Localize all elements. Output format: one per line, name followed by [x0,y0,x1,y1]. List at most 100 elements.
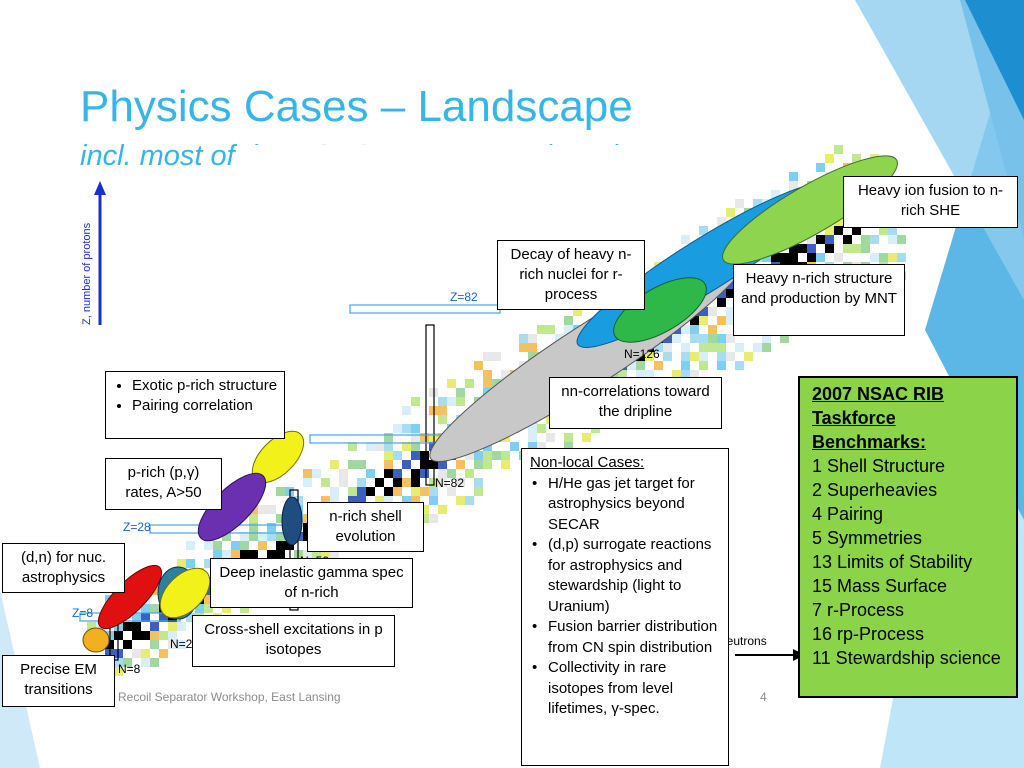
nuclide-cell [465,451,474,460]
nuclide-cell [141,604,150,613]
slide-title: Physics Cases – Landscape [80,82,633,131]
nuclide-cell [474,478,483,487]
nuclide-cell [321,496,330,505]
nuclide-cell [654,343,663,352]
nuclide-cell [699,316,708,325]
z28-label: Z=28 [123,520,151,534]
nuclide-cell [528,343,537,352]
nuclide-cell [528,433,537,442]
benchmark-item: 5 Symmetries [812,528,923,548]
nuclide-cell [411,424,420,433]
nuclide-cell [681,361,690,370]
nuclide-cell [402,496,411,505]
nuclide-cell [672,334,681,343]
nuclide-cell [492,379,501,388]
nuclide-cell [384,469,393,478]
nuclide-cell [483,451,492,460]
nuclide-cell [420,514,429,523]
callout-cross-shell: Cross-shell excitations in p isotopes [192,615,395,667]
nuclide-cell [681,235,690,244]
nuclide-cell [150,604,159,613]
nuclide-cell [699,226,708,235]
nuclide-cell [348,442,357,451]
nuclide-cell [321,550,330,559]
benchmark-item: 4 Pairing [812,504,884,524]
nuclide-cell [528,334,537,343]
nuclide-cell [726,208,735,217]
nuclide-cell [411,469,420,478]
nuclide-cell [771,253,780,262]
nuclide-cell [879,253,888,262]
nuclide-cell [465,496,474,505]
nuclide-cell [411,496,420,505]
nuclide-cell [420,433,429,442]
nuclide-cell [537,424,546,433]
nuclide-cell [681,325,690,334]
nuclide-cell [339,478,348,487]
nuclide-cell [384,442,393,451]
nuclide-cell [447,379,456,388]
nuclide-cell [384,433,393,442]
nuclide-cell [357,478,366,487]
nuclide-cell [132,631,141,640]
nuclide-cell [681,370,690,379]
nuclide-cell [384,451,393,460]
nuclide-cell [393,478,402,487]
nuclide-cell [834,226,843,235]
nuclide-cell [528,352,537,361]
nuclide-cell [726,316,735,325]
nuclide-cell [420,487,429,496]
nuclide-cell [636,370,645,379]
nuclide-cell [348,496,357,505]
nuclide-cell [312,469,321,478]
nuclide-cell [123,622,132,631]
nuclide-cell [420,469,429,478]
nuclide-cell [132,613,141,622]
callout-decay-heavy: Decay of heavy n-rich nuclei for r-proce… [497,240,645,310]
nuclide-cell [222,604,231,613]
nuclide-cell [231,550,240,559]
nuclide-cell [825,244,834,253]
nuclide-cell [870,253,879,262]
nuclide-cell [501,451,510,460]
nuclide-cell [204,604,213,613]
nuclide-cell [258,505,267,514]
nuclide-cell [447,397,456,406]
nuclide-cell [330,496,339,505]
nuclide-cell [690,370,699,379]
nuclide-cell [888,235,897,244]
nuclide-cell [177,622,186,631]
nuclide-cell [474,361,483,370]
nuclide-cell [150,622,159,631]
callout-precise-em: Precise EM transitions [2,655,115,707]
non-local-list: H/He gas jet target for astrophysics bey… [530,474,720,720]
nuclide-cell [384,496,393,505]
nuclide-cell [132,622,141,631]
nuclide-cell [798,244,807,253]
nuclide-cell [483,352,492,361]
nuclide-cell [429,514,438,523]
nuclide-cell [789,172,798,181]
page-number: 4 [760,690,767,704]
nuclide-cell [546,325,555,334]
non-local-item: (d,p) surrogate reactions for astrophysi… [532,535,720,617]
nuclide-cell [339,469,348,478]
nuclide-cell [843,235,852,244]
non-local-heading: Non-local Cases: [530,454,645,471]
nuclide-cell [654,361,663,370]
nuclide-cell [204,595,213,604]
nuclide-cell [438,478,447,487]
nuclide-cell [141,613,150,622]
nuclide-cell [663,343,672,352]
nuclide-cell [411,451,420,460]
nuclide-cell [834,217,843,226]
nuclide-cell [636,361,645,370]
nuclide-cell [807,253,816,262]
nuclide-cell [807,235,816,244]
nuclide-cell [789,244,798,253]
nuclide-cell [717,352,726,361]
nuclide-cell [438,415,447,424]
nuclide-cell [816,235,825,244]
nuclide-cell [393,487,402,496]
nuclide-cell [357,460,366,469]
